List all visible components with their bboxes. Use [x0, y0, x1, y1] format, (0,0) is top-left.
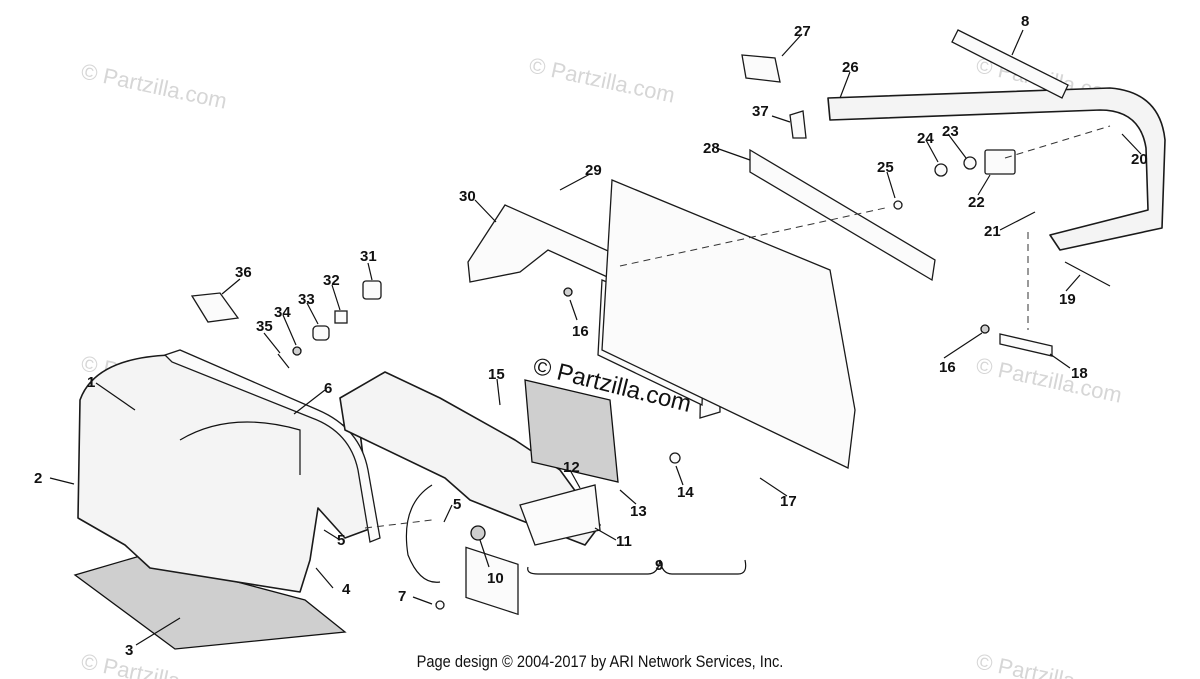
- part-17-panel: [601, 179, 856, 469]
- callout-33: 33: [298, 291, 315, 308]
- part-25-bolt: [893, 200, 903, 210]
- part-33-grommet: [312, 325, 330, 341]
- part-10-grommet: [470, 525, 486, 541]
- callout-32: 32: [323, 272, 340, 289]
- callout-20: 20: [1131, 151, 1148, 168]
- callout-13: 13: [630, 503, 647, 520]
- part-27-decal: [741, 54, 781, 83]
- callout-2: 2: [34, 470, 42, 487]
- callout-16b: 16: [939, 359, 956, 376]
- callout-8: 8: [1021, 13, 1029, 30]
- callout-16a: 16: [572, 323, 589, 340]
- leader-lines: [49, 29, 1142, 646]
- callout-25: 25: [877, 159, 894, 176]
- part-31-bolt: [362, 280, 382, 300]
- part-36-lens: [190, 292, 240, 323]
- callout-24: 24: [917, 130, 934, 147]
- callout-17: 17: [780, 493, 797, 510]
- part-15-gasket: [465, 546, 519, 616]
- callout-7: 7: [398, 588, 406, 605]
- part-37-clip: [789, 110, 807, 139]
- callout-19: 19: [1059, 291, 1076, 308]
- align-line-4: [1004, 125, 1111, 159]
- part-1-hood: [77, 354, 373, 593]
- part-11-bracket: [519, 484, 601, 546]
- callout-37: 37: [752, 103, 769, 120]
- callout-5a: 5: [337, 532, 345, 549]
- watermark-2: © Partzilla.com: [527, 52, 677, 107]
- part-26-bumper: [827, 87, 1166, 251]
- part-3-base-pad: [73, 555, 347, 650]
- callout-27: 27: [794, 23, 811, 40]
- callout-10: 10: [487, 570, 504, 587]
- callout-21: 21: [984, 223, 1001, 240]
- part-6-rail: [163, 349, 381, 543]
- part-16-nut-left: [563, 287, 573, 297]
- callout-9: 9: [655, 557, 663, 574]
- callout-12: 12: [563, 459, 580, 476]
- part-19-wire: [1064, 261, 1111, 287]
- part-14-screw: [669, 452, 681, 464]
- callout-4: 4: [342, 581, 351, 598]
- callout-1: 1: [87, 374, 95, 391]
- part-32-spring: [334, 310, 348, 324]
- callout-22: 22: [968, 194, 985, 211]
- hood-inner-line: [179, 421, 301, 475]
- callout-numbers: 1 2 3 4 5 5 6 7 8 9 10 11 12 13 14 15 16…: [34, 13, 1148, 659]
- callout-5b: 5: [453, 496, 461, 513]
- part-13-grille: [524, 379, 619, 483]
- callout-26: 26: [842, 59, 859, 76]
- watermark-5: © Partzilla.com: [974, 352, 1124, 407]
- callout-18: 18: [1071, 365, 1088, 382]
- align-line-2: [619, 207, 886, 267]
- part-22-bracket: [984, 149, 1016, 175]
- callout-14: 14: [677, 484, 694, 501]
- part-18-plate: [999, 333, 1053, 357]
- callout-11: 11: [616, 533, 632, 550]
- part-23-washer: [963, 156, 977, 170]
- callout-28: 28: [703, 140, 720, 157]
- callout-31: 31: [360, 248, 377, 265]
- part-9-bracket: [527, 559, 747, 575]
- callout-15: 15: [488, 366, 505, 383]
- callout-34: 34: [274, 304, 291, 321]
- callout-35: 35: [256, 318, 273, 335]
- part-7-ring: [435, 600, 445, 610]
- callout-3: 3: [125, 642, 133, 659]
- part-8-strip: [951, 29, 1069, 99]
- part-16-nut-right: [980, 324, 990, 334]
- part-7-cable: [405, 484, 441, 583]
- callout-6: 6: [324, 380, 332, 397]
- part-24-nut: [934, 163, 948, 177]
- callout-30: 30: [459, 188, 476, 205]
- callout-29: 29: [585, 162, 602, 179]
- part-34-washer: [292, 346, 302, 356]
- watermark-1: © Partzilla.com: [79, 58, 229, 113]
- page-footer: Page design © 2004-2017 by ARI Network S…: [416, 652, 784, 671]
- part-35-pin: [277, 353, 290, 369]
- part-28-bar: [749, 148, 936, 282]
- callout-36: 36: [235, 264, 252, 281]
- callout-23: 23: [942, 123, 959, 140]
